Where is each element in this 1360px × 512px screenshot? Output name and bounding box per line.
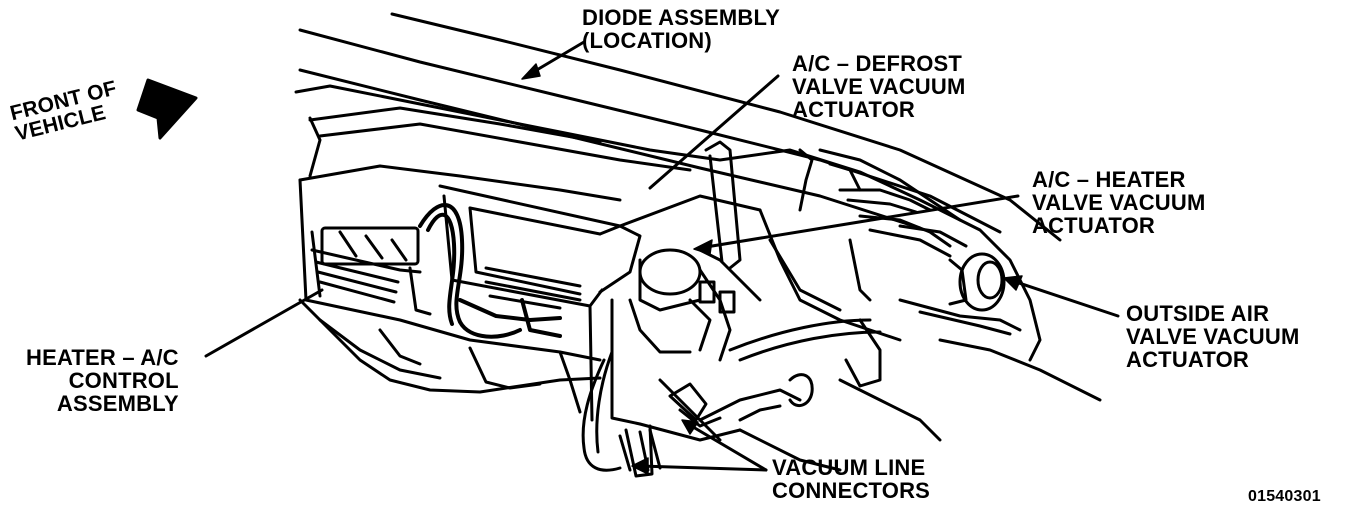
heater-ac-line-1: HEATER – A/C [26,345,179,370]
center-duct-housing [438,184,762,426]
front-of-vehicle-arrow-icon [136,78,198,140]
dash-top-outline [294,84,1042,362]
heater-ac-control-label: HEATER – A/C CONTROL ASSEMBLY [26,346,179,415]
floor-lines [638,338,1102,442]
ac-heater-line-1: A/C – HEATER [1032,167,1186,192]
vacuum-line-1: VACUUM LINE [772,455,926,480]
ac-defrost-line-3: ACTUATOR [792,97,915,122]
windshield-lines [298,12,1062,242]
ac-heater-line-3: ACTUATOR [1032,213,1155,238]
ac-heater-actuator-label: A/C – HEATER VALVE VACUUM ACTUATOR [1032,168,1206,237]
ac-heater-arrowhead-icon [693,239,713,255]
heater-ac-control-panel [298,178,602,414]
diode-leader-line [528,40,586,76]
vacuum-hoses [581,318,882,478]
figure-id: 01540301 [1248,488,1321,505]
outside-air-line-3: ACTUATOR [1126,347,1249,372]
vacuum-line-2: CONNECTORS [772,478,931,503]
vacuum-leader-line-2 [686,422,768,472]
ac-defrost-line-1: A/C – DEFROST [792,51,963,76]
diode-assembly-label: DIODE ASSEMBLY (LOCATION) [582,6,780,52]
outside-air-arrowhead-icon [1003,275,1023,291]
diode-assembly-line-2: (LOCATION) [582,28,712,53]
outside-air-leader-line [1008,278,1120,318]
outside-air-actuator-label: OUTSIDE AIR VALVE VACUUM ACTUATOR [1126,302,1300,371]
leader-arrowheads [521,63,1023,475]
vacuum-line-connectors-label: VACUUM LINE CONNECTORS [772,456,930,502]
ac-heater-leader-line [698,194,1020,250]
ac-heater-actuator-assembly [628,248,762,362]
outside-air-line-2: VALVE VACUUM [1126,324,1300,349]
vacuum-leader-line-1 [638,464,768,472]
ac-heater-line-2: VALVE VACUUM [1032,190,1206,215]
heater-ac-leader-line [204,288,324,358]
vacuum-arrowhead-2-icon [681,419,699,435]
outside-air-line-1: OUTSIDE AIR [1126,301,1270,326]
ac-defrost-leader-line [648,74,780,190]
diode-assembly-line-1: DIODE ASSEMBLY [582,5,780,30]
ac-defrost-line-2: VALVE VACUUM [792,74,966,99]
heater-ac-line-2: CONTROL [68,368,179,393]
leader-lines [204,40,1120,472]
diode-arrowhead-icon [521,63,541,80]
heater-ac-line-3: ASSEMBLY [56,391,179,416]
vacuum-arrowhead-1-icon [631,457,649,475]
wiring-harness [418,203,562,339]
ac-defrost-actuator-label: A/C – DEFROST VALVE VACUUM ACTUATOR [792,52,966,121]
